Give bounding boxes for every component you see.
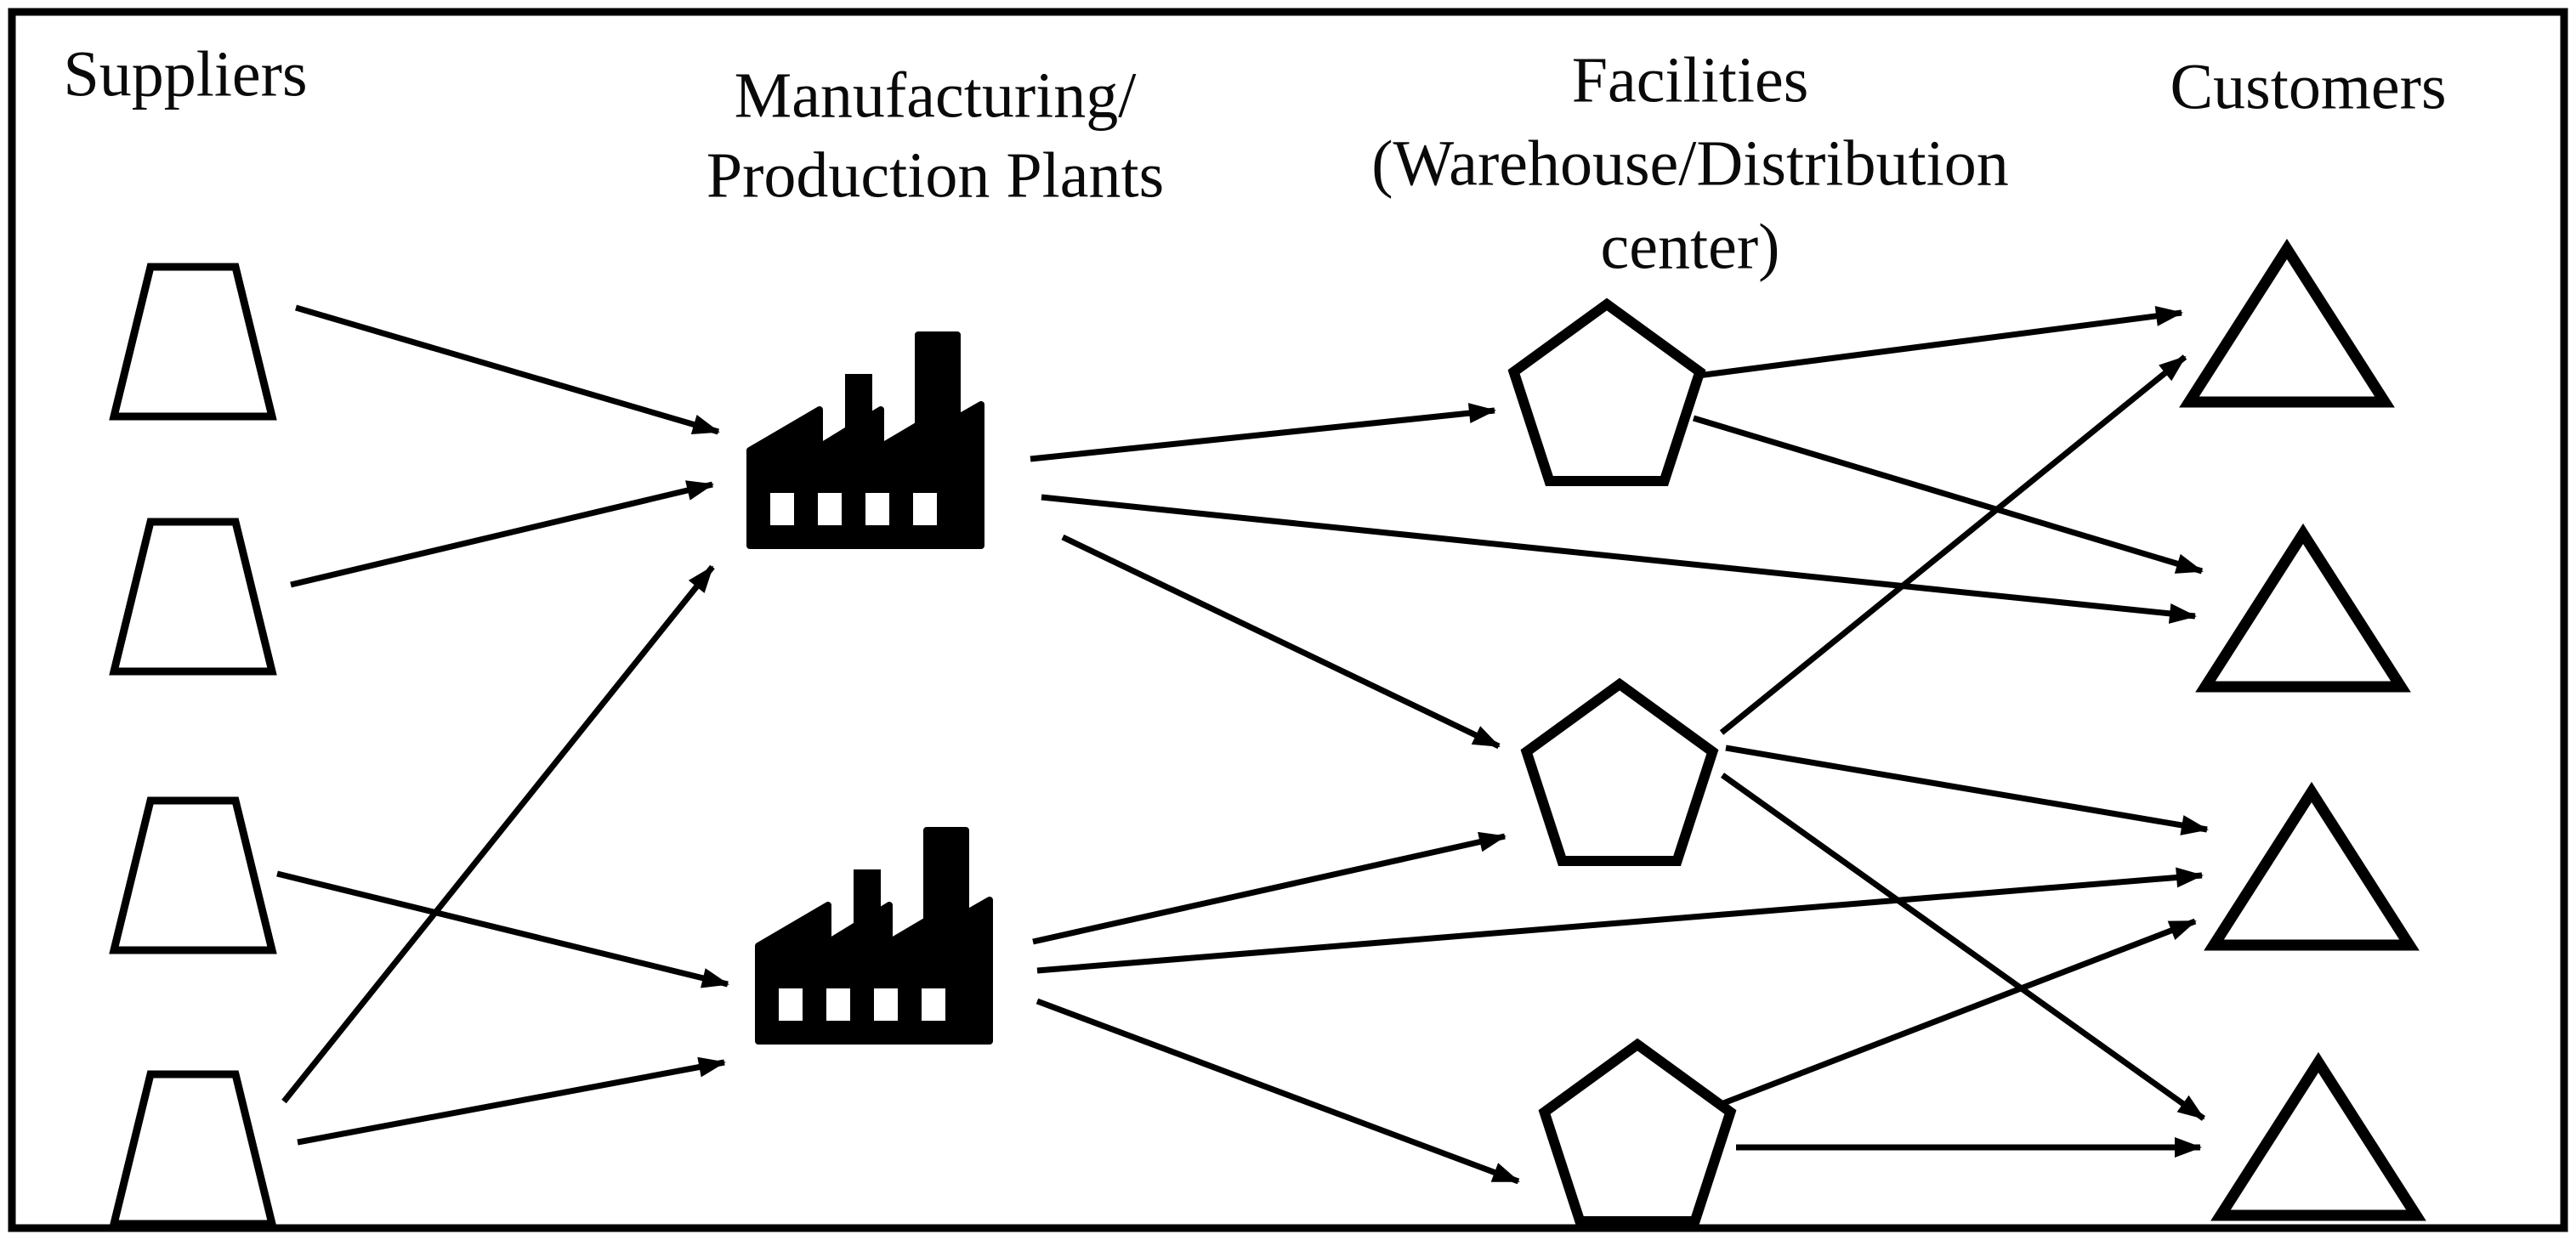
arrow-S4-F1 xyxy=(281,564,715,1104)
arrow-F2-T3 xyxy=(1036,867,2204,974)
facility-node-3 xyxy=(1538,1038,1737,1226)
customer-node-4 xyxy=(2210,1051,2426,1221)
facility-node-2 xyxy=(1520,677,1719,866)
arrow-P2-T1 xyxy=(1719,354,2187,735)
column-label-plants-line1: Manufacturing/ xyxy=(735,59,1138,131)
arrow-P2-T3 xyxy=(1725,745,2209,835)
column-label-customers: Customers xyxy=(2170,51,2446,122)
customer-node-2 xyxy=(2195,523,2411,693)
arrow-F1-T2 xyxy=(1041,494,2197,624)
factory-icon xyxy=(758,830,990,1041)
figure-border xyxy=(8,8,2568,1232)
supplier-node-4 xyxy=(109,1070,277,1228)
arrow-F1-P2 xyxy=(1061,534,1501,750)
arrow-P1-T2 xyxy=(1692,415,2204,575)
supplier-node-1 xyxy=(109,263,277,421)
arrow-P3-T3 xyxy=(1717,918,2197,1108)
customer-node-1 xyxy=(2179,238,2395,408)
nodes-layer xyxy=(109,238,2426,1228)
column-label-suppliers: Suppliers xyxy=(63,38,307,110)
facility-node-1 xyxy=(1507,297,1706,486)
arrow-S1-F1 xyxy=(295,304,720,435)
customer-node-3 xyxy=(2204,781,2420,951)
arrow-F1-P1 xyxy=(1030,403,1496,462)
supplier-node-2 xyxy=(109,518,277,676)
arrow-S2-F1 xyxy=(290,480,714,588)
arrow-P2-T4 xyxy=(1720,773,2206,1121)
factory-icon xyxy=(750,335,981,546)
column-label-facilities-line3: center) xyxy=(1601,211,1780,282)
arrow-F2-P2 xyxy=(1032,831,1506,945)
arrow-S4-F2 xyxy=(297,1056,726,1146)
arrow-P1-T1 xyxy=(1697,305,2183,379)
column-label-plants-line2: Production Plants xyxy=(706,139,1164,211)
supplier-node-3 xyxy=(109,796,277,954)
arrows-layer xyxy=(276,304,2209,1185)
arrow-S3-F2 xyxy=(276,870,729,988)
column-label-facilities-line1: Facilities xyxy=(1572,44,1809,116)
arrow-F2-P3 xyxy=(1036,998,1520,1185)
column-label-facilities-line2: (Warehouse/Distribution xyxy=(1371,127,2009,199)
